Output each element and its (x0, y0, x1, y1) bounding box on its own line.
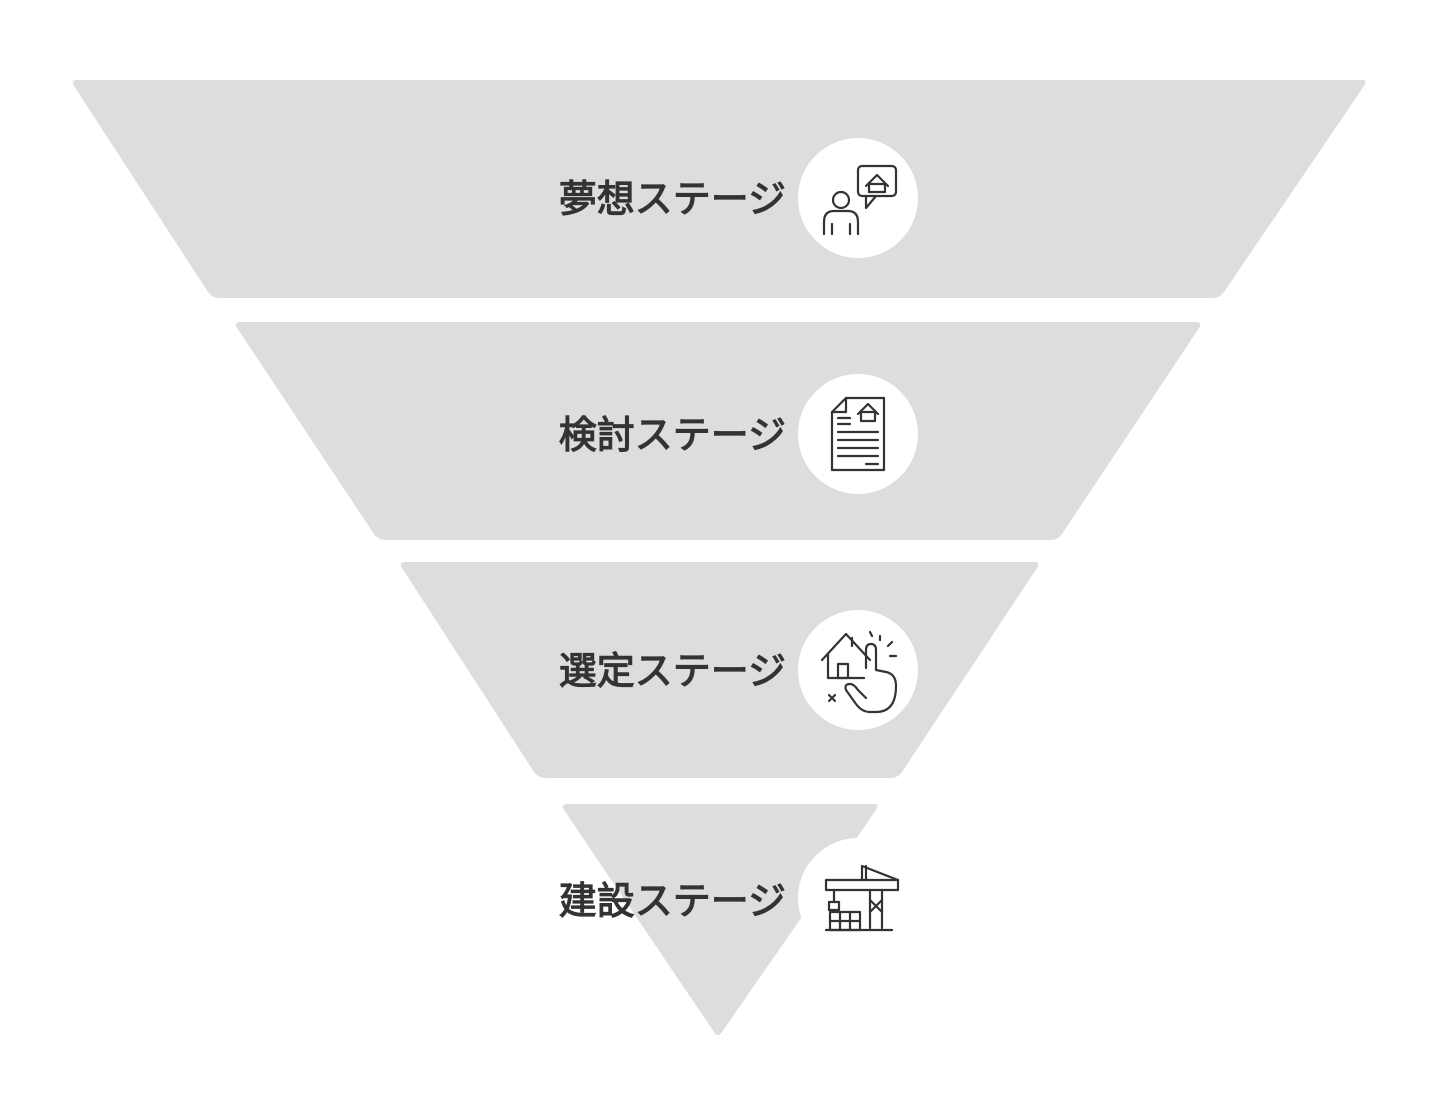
funnel-band-1 (72, 80, 1366, 298)
stage-label-build: 建設ステージ (559, 879, 786, 923)
construction-crane-icon (824, 864, 900, 932)
person-house-speech-bubble-icon (822, 164, 898, 236)
funnel-stage-select: 選定ステージ (400, 562, 1039, 778)
stage-label-select: 選定ステージ (559, 649, 786, 693)
icon-badge-1 (798, 138, 918, 258)
icon-badge-3 (798, 610, 918, 730)
funnel-stage-dream: 夢想ステージ (72, 80, 1366, 298)
funnel-band-2 (235, 322, 1201, 540)
icon-badge-4 (798, 838, 918, 958)
funnel-stage-consider: 検討ステージ (235, 322, 1201, 540)
funnel-stage-build: 建設ステージ (559, 804, 918, 1035)
icon-badge-2 (798, 374, 918, 494)
funnel-band-4 (562, 804, 878, 1035)
stage-label-consider: 検討ステージ (559, 413, 786, 457)
house-document-icon (830, 396, 886, 472)
stage-label-dream: 夢想ステージ (559, 177, 786, 221)
house-hand-tap-icon (820, 630, 898, 714)
